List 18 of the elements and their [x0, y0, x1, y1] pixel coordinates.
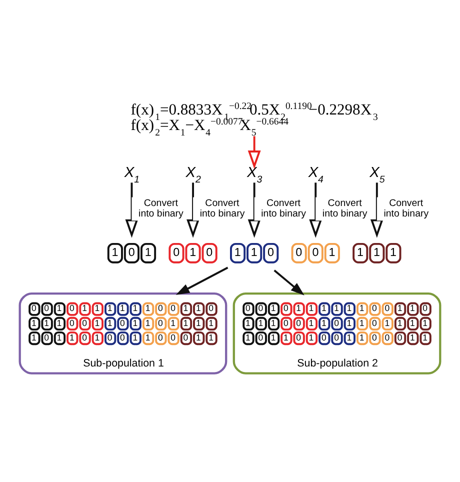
edge-label: Convert into binary [138, 198, 184, 220]
arrow [274, 270, 304, 296]
node-text: X$_{3}$ [247, 164, 262, 186]
node-text: X$_{1}$ [124, 164, 140, 186]
arrow [248, 182, 261, 238]
edge-label: Convert into binary [200, 198, 245, 220]
arrow [176, 266, 228, 295]
arrow [125, 182, 138, 238]
arrow [370, 182, 384, 238]
node-text: X$_{4}$ [308, 164, 324, 186]
node-text: X$_{5}$ [370, 164, 385, 186]
arrow [186, 182, 200, 238]
edge-label: Convert into binary [322, 198, 368, 220]
arrow [309, 182, 322, 238]
arrow [248, 136, 261, 170]
edge-label: Convert into binary [261, 198, 306, 220]
node-text: X$_{2}$ [186, 164, 201, 186]
edge-label: Convert into binary [384, 198, 429, 220]
